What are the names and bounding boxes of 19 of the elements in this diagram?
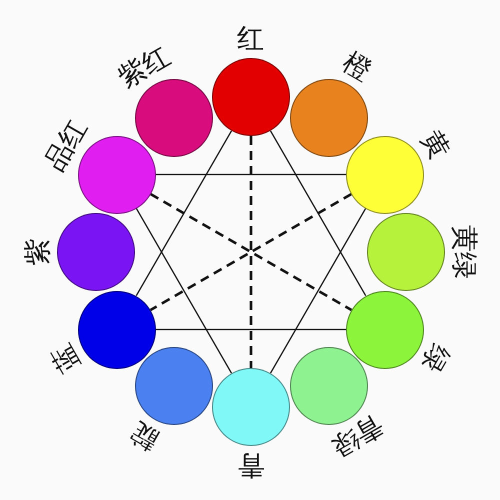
connector-line	[136, 208, 232, 374]
color-name-label: 黄绿	[450, 224, 477, 278]
color-name-label: 紫	[24, 238, 51, 265]
color-name-label: 紫红	[114, 42, 174, 92]
color-name-label: 红	[237, 25, 264, 52]
color-name-label: 黄	[416, 126, 454, 164]
color-name-label: 品红	[40, 114, 92, 176]
color-name-label: 橙	[338, 48, 376, 86]
connector-line	[136, 130, 232, 296]
color-name-label: 绿	[416, 340, 454, 376]
color-name-label: 青	[237, 451, 264, 478]
color-name-label: 靛	[126, 418, 162, 454]
dashed-line	[250, 136, 252, 368]
connector-line	[270, 208, 366, 374]
connector-line	[270, 130, 366, 296]
connector-line	[156, 174, 346, 176]
color-name-label: 青绿	[326, 410, 388, 462]
color-name-label: 蓝	[48, 340, 84, 376]
connector-line	[156, 328, 346, 330]
